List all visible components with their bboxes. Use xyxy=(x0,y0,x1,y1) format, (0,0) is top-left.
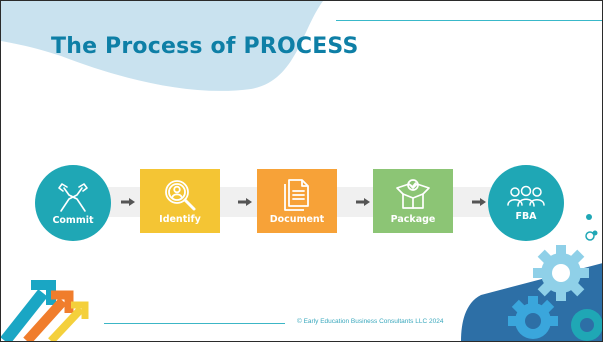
step-label: Commit xyxy=(52,214,94,226)
footer-copyright: © Early Education Business Consultants L… xyxy=(297,318,444,325)
arrow-right-icon xyxy=(472,198,486,206)
handshake-icon xyxy=(58,182,88,212)
magnifier-person-icon xyxy=(165,179,196,210)
step-document: Document xyxy=(257,169,337,233)
gears-decoration xyxy=(461,245,602,341)
background-shape xyxy=(1,1,323,91)
open-box-icon xyxy=(396,178,430,209)
team-icon xyxy=(507,185,545,207)
arrow-right-icon xyxy=(238,198,252,206)
step-label: FBA xyxy=(515,210,537,222)
slide-title: The Process of PROCESS xyxy=(51,34,359,59)
document-icon xyxy=(284,178,309,211)
step-fba: FBA xyxy=(488,165,564,241)
step-label: Identify xyxy=(159,213,201,225)
top-divider-line xyxy=(336,20,602,21)
arrow-right-icon xyxy=(356,198,370,206)
step-label: Package xyxy=(390,213,436,225)
step-commit: Commit xyxy=(35,165,111,241)
step-package: Package xyxy=(373,169,453,233)
arrow-right-icon xyxy=(121,198,135,206)
step-label: Document xyxy=(269,213,325,225)
growth-arrows-icon xyxy=(1,280,89,341)
decorative-dots xyxy=(585,214,598,241)
step-identify: Identify xyxy=(140,169,220,233)
footer-divider-line xyxy=(104,323,285,324)
